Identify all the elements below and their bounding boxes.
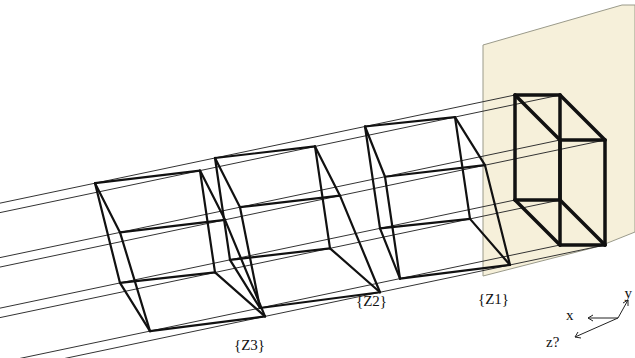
axis-label: z? [546,335,559,350]
interpretation-edge [200,171,225,220]
interpretations [95,95,605,331]
x-axis [588,318,618,319]
projection-ray [0,200,560,318]
projection-ray [0,140,560,258]
interpretation-edge [330,248,380,292]
projection-ray [0,245,560,358]
cube-edge [558,140,562,245]
interpretation-edge [315,146,340,195]
cube-edge [603,140,607,245]
interpretation-edge [365,127,380,229]
interpretation-edge [215,158,240,207]
interpretation-edge [385,165,485,177]
interpretation-edge [95,183,120,232]
interpretation-edge [340,196,380,293]
axis-label: y [625,286,633,301]
cube-edge [515,198,560,202]
z-axis [575,318,618,337]
interpretation-edge [230,248,330,260]
interpretation-edge [240,196,340,208]
interpretation-label: {Z1} [478,292,509,307]
interpretation-edge [120,283,150,331]
projection-ray [0,95,515,203]
interpretation-edge [365,127,385,177]
cube-edge [560,200,605,245]
axes [575,300,628,338]
cube-edge [515,200,560,245]
projection-ray [0,95,560,213]
cube-edge [560,243,605,247]
axis-label: x [566,308,574,323]
interpretation-edge [380,228,400,278]
projection-ray [0,245,605,358]
interpretation-edge [470,219,510,265]
interpretation-edge [385,177,400,279]
interpretation-edge [215,146,315,158]
interpretation-label: {Z2} [356,294,387,309]
interpretation-edge [455,117,485,165]
interpretation-edge [225,220,265,317]
interpretation-edge [215,272,265,316]
interpretation-edge [365,117,455,126]
projection-ray [0,200,515,308]
interpretation-edge [120,232,150,331]
interpretation-edge [95,171,200,184]
cube-edge [560,95,605,140]
projection-rays [0,95,605,358]
interpretation-edge [120,220,225,233]
arrowhead [575,332,581,338]
interpretation-label: {Z3} [234,338,265,353]
image-plane [483,5,635,276]
cube-edge [515,95,560,140]
cube-edge [560,138,605,142]
arrowhead [588,315,593,321]
cube-edge [515,93,560,97]
interpretation-edge [400,265,510,279]
interpretation-edge [150,316,265,331]
interpretation-edge [95,183,120,283]
cube-edge [513,95,517,200]
y-axis [618,300,628,318]
